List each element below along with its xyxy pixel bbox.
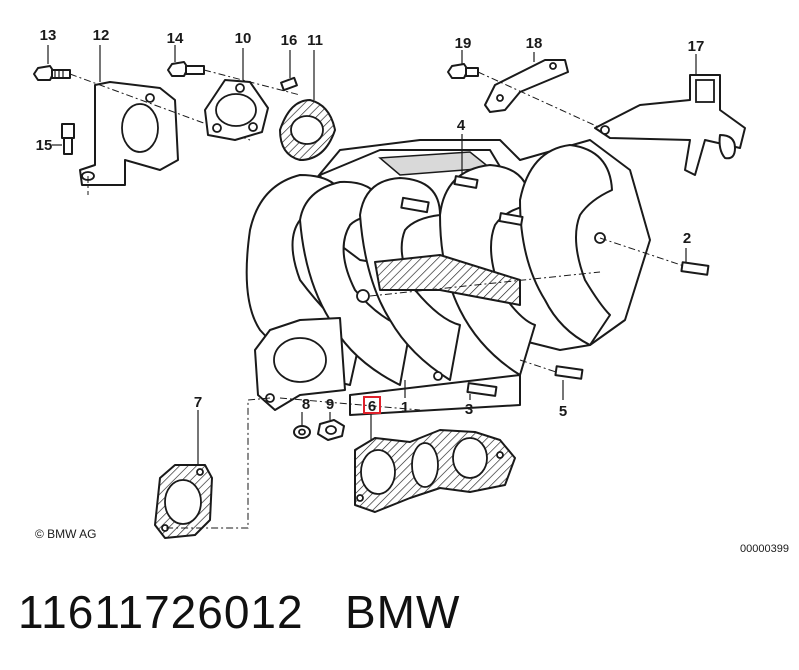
callout-6: 6 — [368, 398, 376, 415]
callout-12: 12 — [93, 27, 110, 44]
pin-16 — [280, 50, 298, 92]
callout-8: 8 — [302, 396, 310, 413]
callout-2: 2 — [683, 230, 691, 247]
stud-5 — [519, 359, 584, 400]
callout-17: 17 — [688, 38, 705, 55]
exploded-parts-diagram: 13 12 14 10 16 11 19 18 17 15 4 2 7 8 9 … — [33, 27, 789, 555]
bracket-12 — [69, 45, 251, 195]
gasket-11 — [279, 50, 336, 161]
bolt-19 — [447, 50, 479, 79]
callout-19: 19 — [455, 35, 472, 52]
callout-10: 10 — [235, 30, 252, 47]
gasket-7 — [154, 397, 271, 539]
bolt-14 — [167, 45, 301, 96]
copyright-text: © BMW AG — [35, 527, 97, 541]
callout-18: 18 — [526, 35, 543, 52]
washer-8 — [293, 412, 311, 439]
callout-14: 14 — [167, 30, 184, 47]
part-number: 11611726012 — [18, 586, 304, 638]
callout-13: 13 — [40, 27, 57, 44]
diagram-code: 00000399 — [740, 543, 789, 555]
manifold-1 — [245, 139, 691, 416]
callout-4: 4 — [457, 117, 466, 134]
gasket-6 — [354, 412, 516, 513]
callout-7: 7 — [194, 394, 202, 411]
callout-1: 1 — [401, 399, 409, 416]
callout-15: 15 — [36, 137, 53, 154]
flange-10 — [204, 48, 269, 141]
stud-3 — [466, 382, 498, 400]
brand-name: BMW — [344, 586, 461, 638]
callout-9: 9 — [326, 396, 334, 413]
bracket-17 — [594, 54, 746, 176]
callout-6-highlight — [363, 396, 381, 414]
bolt-15 — [52, 123, 75, 155]
stud-2 — [680, 248, 710, 276]
callout-5: 5 — [559, 403, 567, 420]
callout-3: 3 — [465, 401, 473, 418]
callout-11: 11 — [307, 32, 323, 49]
bracket-18 — [477, 52, 606, 131]
callout-16: 16 — [281, 32, 298, 49]
bolt-13 — [33, 45, 71, 81]
nut-9 — [279, 397, 421, 441]
part-number-caption: 11611726012 BMW — [18, 585, 460, 639]
